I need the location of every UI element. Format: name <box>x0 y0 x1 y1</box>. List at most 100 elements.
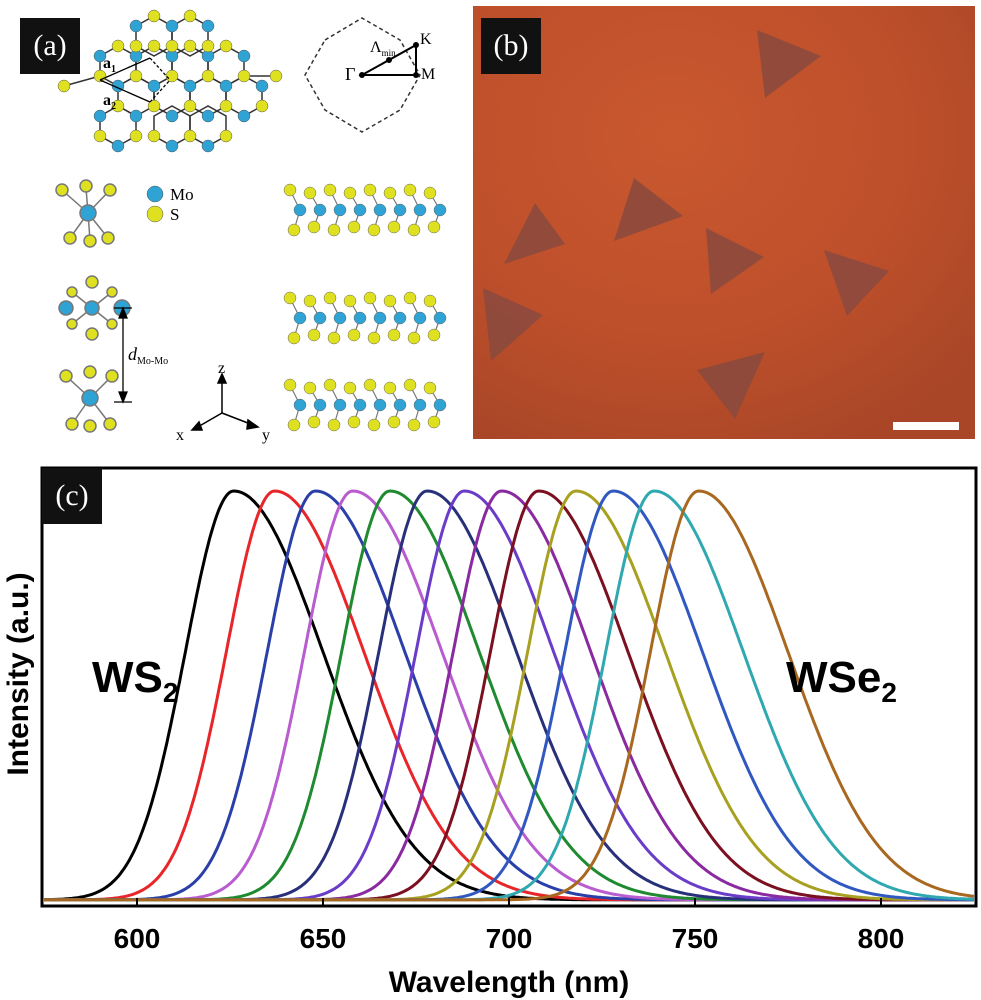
mo-atom <box>413 203 427 217</box>
s-atom <box>363 183 377 197</box>
x-tick-label: 650 <box>300 923 347 954</box>
mo-atom <box>353 203 367 217</box>
mo-atom <box>313 398 327 412</box>
s-atom <box>403 291 417 305</box>
z-axis-label: z <box>218 360 225 377</box>
triangle-flake <box>697 352 765 419</box>
mo-atom <box>293 398 307 412</box>
scale-bar <box>893 422 959 430</box>
mo-atom <box>333 203 347 217</box>
s-atom <box>347 415 361 429</box>
panel-c: 600 650 700 750 800 WS2 WSe2 Wavelength (nm)… <box>0 462 981 1000</box>
s-atom <box>423 186 437 200</box>
lattice-vector-a1: a1 <box>103 55 116 75</box>
s-atom <box>383 186 397 200</box>
s-atom <box>403 378 417 392</box>
x-tick-label: 750 <box>672 923 719 954</box>
s-atom <box>407 223 421 237</box>
s-atom <box>367 223 381 237</box>
s-atom <box>387 415 401 429</box>
xyz-axes <box>190 372 260 431</box>
s-atom <box>427 415 441 429</box>
mo-atom <box>373 398 387 412</box>
mo-atom <box>293 311 307 325</box>
s-atom <box>287 223 301 237</box>
s-atom <box>347 328 361 342</box>
x-tick-label: 600 <box>114 923 161 954</box>
s-atom <box>343 186 357 200</box>
s-atom <box>347 220 361 234</box>
layer-side-views <box>283 183 447 432</box>
ws2-annotation: WS2 <box>92 653 178 708</box>
x-tick-label: 800 <box>858 923 905 954</box>
s-legend-marker <box>146 205 164 223</box>
crystal-structure-figure: a1 a2 Γ K M Λmin Mo S <box>55 9 447 444</box>
s-atom <box>343 381 357 395</box>
panel-c-label: (c) <box>42 468 102 524</box>
s-atom <box>307 220 321 234</box>
x-tick-label: 700 <box>486 923 533 954</box>
mo-atom <box>433 203 447 217</box>
spacing-arrow <box>114 306 132 404</box>
s-atom <box>423 381 437 395</box>
panel-a-label: (a) <box>20 18 80 74</box>
prismatic-unit-middle <box>58 275 131 341</box>
s-atom <box>323 378 337 392</box>
mo-atom <box>313 203 327 217</box>
s-atom <box>303 186 317 200</box>
mo-atom <box>413 398 427 412</box>
mo-atom <box>433 398 447 412</box>
y-axis-title: Intensity (a.u.) <box>2 572 35 775</box>
spacing-label: dMo-Mo <box>128 344 168 367</box>
triangle-flake <box>757 30 821 98</box>
s-atom <box>303 381 317 395</box>
m-point-label: M <box>421 66 435 83</box>
s-atom <box>327 223 341 237</box>
s-atom <box>407 418 421 432</box>
s-atom <box>343 294 357 308</box>
wse2-annotation: WSe2 <box>786 653 897 708</box>
s-atom <box>367 331 381 345</box>
s-atom <box>427 220 441 234</box>
mo-atom <box>293 203 307 217</box>
triangular-flakes <box>483 30 889 419</box>
s-atom <box>283 378 297 392</box>
panel-b: (b) <box>473 6 975 439</box>
x-axis-title: Wavelength (nm) <box>389 966 630 999</box>
s-atom <box>407 331 421 345</box>
s-atom <box>303 294 317 308</box>
k-point-label: K <box>420 31 432 48</box>
s-atom <box>327 418 341 432</box>
s-atom <box>423 294 437 308</box>
triangle-flake <box>483 288 543 361</box>
mo-atom <box>413 311 427 325</box>
prismatic-unit-bottom <box>59 365 119 433</box>
s-atom <box>307 328 321 342</box>
s-atom <box>283 183 297 197</box>
gamma-point-label: Γ <box>345 64 355 84</box>
mo-atom <box>373 203 387 217</box>
panel-b-label: (b) <box>481 18 541 74</box>
mo-legend-marker <box>146 185 164 203</box>
mo-atom <box>353 398 367 412</box>
series-group <box>44 489 975 902</box>
brillouin-zone <box>304 17 421 133</box>
x-axis-label: x <box>176 427 184 444</box>
s-atom <box>387 328 401 342</box>
lattice-vectors <box>99 57 171 103</box>
mo-atom <box>393 311 407 325</box>
s-atom <box>363 291 377 305</box>
s-atom <box>403 183 417 197</box>
s-atom <box>383 381 397 395</box>
tick-group: 600 650 700 750 800 <box>114 898 905 954</box>
prismatic-unit-top <box>55 179 117 248</box>
s-legend-label: S <box>170 205 179 224</box>
s-atom <box>323 183 337 197</box>
s-atom <box>427 328 441 342</box>
s-atom <box>323 291 337 305</box>
s-atom <box>363 378 377 392</box>
s-atom <box>367 418 381 432</box>
s-atom <box>287 331 301 345</box>
mo-atom <box>333 398 347 412</box>
lattice-vector-a2: a2 <box>103 92 116 112</box>
